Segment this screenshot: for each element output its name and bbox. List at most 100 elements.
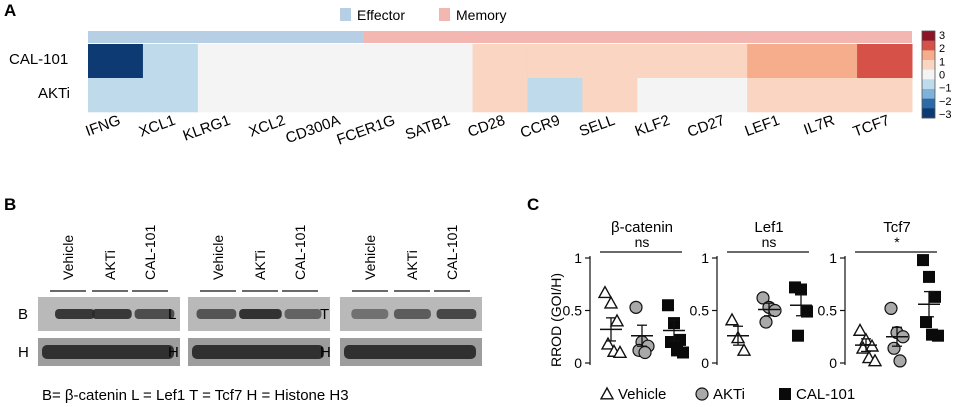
heatmap-cell <box>747 78 803 113</box>
blot-row-label: B <box>18 306 28 323</box>
data-point-akti <box>638 345 652 360</box>
y-tick-label: 1 <box>829 250 837 266</box>
blot-band <box>284 309 322 319</box>
heatmap-cell <box>197 44 254 79</box>
data-point-cal101 <box>779 388 791 400</box>
heatmap-cell <box>802 78 858 113</box>
heatmap-cell <box>692 78 748 113</box>
colorbar-segment <box>922 98 935 109</box>
heatmap-cell <box>637 78 693 113</box>
heatmap-cell <box>747 44 803 79</box>
effector-legend-label: Effector <box>357 7 405 23</box>
lane-label: AKTi <box>102 250 118 280</box>
data-point-cal101 <box>923 270 935 283</box>
row-label-cal101: CAL-101 <box>9 51 68 68</box>
heatmap-cell <box>582 78 638 113</box>
subplot-title: Lef1 <box>754 219 783 236</box>
colorbar-tick-label: −1 <box>939 83 952 95</box>
heatmap-cell <box>527 44 583 79</box>
data-point-akti <box>756 291 770 305</box>
heatmap-cell <box>88 44 144 79</box>
blot-strip-histone <box>188 338 330 366</box>
significance-label: * <box>894 234 900 250</box>
y-tick-label: 0 <box>574 355 582 371</box>
colorbar-tick-label: 3 <box>939 30 945 42</box>
data-point-vehicle <box>597 285 613 299</box>
colorbar-segment <box>922 69 935 80</box>
lane-label: AKTi <box>404 250 420 280</box>
blot-band <box>344 345 476 359</box>
lane-label: Vehicle <box>362 235 378 280</box>
data-point-vehicle <box>852 323 868 336</box>
data-point-akti <box>695 387 709 401</box>
colorbar-segment <box>922 50 935 61</box>
heatmap-cell <box>582 44 638 79</box>
heatmap-cell <box>637 44 693 79</box>
colorbar-segment <box>922 89 935 99</box>
panel-label-c: C <box>527 195 539 214</box>
legend-label: CAL-101 <box>796 386 855 403</box>
subplot-title: Tcf7 <box>883 219 911 236</box>
lane-label: CAL-101 <box>292 225 308 280</box>
colorbar-segment <box>922 31 935 41</box>
lane-label: CAL-101 <box>444 225 460 280</box>
colorbar-segment <box>922 60 935 70</box>
colorbar-frame <box>921 30 936 119</box>
data-point-akti <box>768 303 782 318</box>
effector-group-bar <box>88 31 364 43</box>
colorbar-tick-label: 1 <box>939 56 945 68</box>
blot-band <box>239 309 282 319</box>
data-point-akti <box>629 300 643 314</box>
heatmap-cell <box>307 44 364 79</box>
heatmap-cell <box>472 44 528 79</box>
blot-band <box>196 309 237 319</box>
data-point-akti <box>884 301 898 315</box>
data-point-cal101 <box>801 305 813 318</box>
blot-row-label: H <box>18 344 29 361</box>
data-point-cal101 <box>932 329 944 342</box>
blot-band <box>436 309 477 319</box>
colorbar: 321 0−1−2−3 <box>921 30 952 121</box>
heatmap-cell <box>472 78 528 113</box>
y-tick-label: 0 <box>829 355 837 371</box>
y-tick-label: 0.5 <box>563 303 583 319</box>
lane-label: Vehicle <box>210 235 226 280</box>
heatmap-cell <box>802 44 858 79</box>
heatmap-cells <box>88 44 913 113</box>
panel-label-b: B <box>4 195 16 214</box>
data-point-vehicle <box>599 386 615 400</box>
data-point-akti <box>887 341 901 355</box>
blot-band <box>134 309 175 319</box>
blot-band <box>393 309 431 319</box>
panel-label-a: A <box>4 1 16 20</box>
heatmap-cell <box>142 78 199 113</box>
data-point-akti <box>893 354 907 368</box>
y-axis-label: RROD (GOI/H) <box>548 273 564 367</box>
blot-band <box>91 309 132 319</box>
colorbar-tick-label: 2 <box>939 43 945 55</box>
row-label-akti: AKTi <box>38 85 70 102</box>
blot-strip-target <box>188 297 330 331</box>
colorbar-segment <box>922 40 935 51</box>
blot-band <box>351 309 389 319</box>
heatmap-cell <box>252 44 309 79</box>
data-point-cal101 <box>929 290 941 303</box>
blot-caption: B= β-catenin L = Lef1 T = Tcf7 H = Histo… <box>42 387 349 404</box>
data-point-cal101 <box>792 329 804 342</box>
blot-strip-target <box>340 297 482 331</box>
colorbar-tick-label: −2 <box>939 96 952 108</box>
colorbar-tick-label: −3 <box>939 109 952 121</box>
heatmap-cell <box>252 78 309 113</box>
lane-label: CAL-101 <box>142 225 158 280</box>
data-point-vehicle <box>736 342 752 356</box>
lane-label: AKTi <box>252 250 268 280</box>
colorbar-tick-label: 0 <box>939 70 945 82</box>
heatmap-cell <box>692 44 748 79</box>
